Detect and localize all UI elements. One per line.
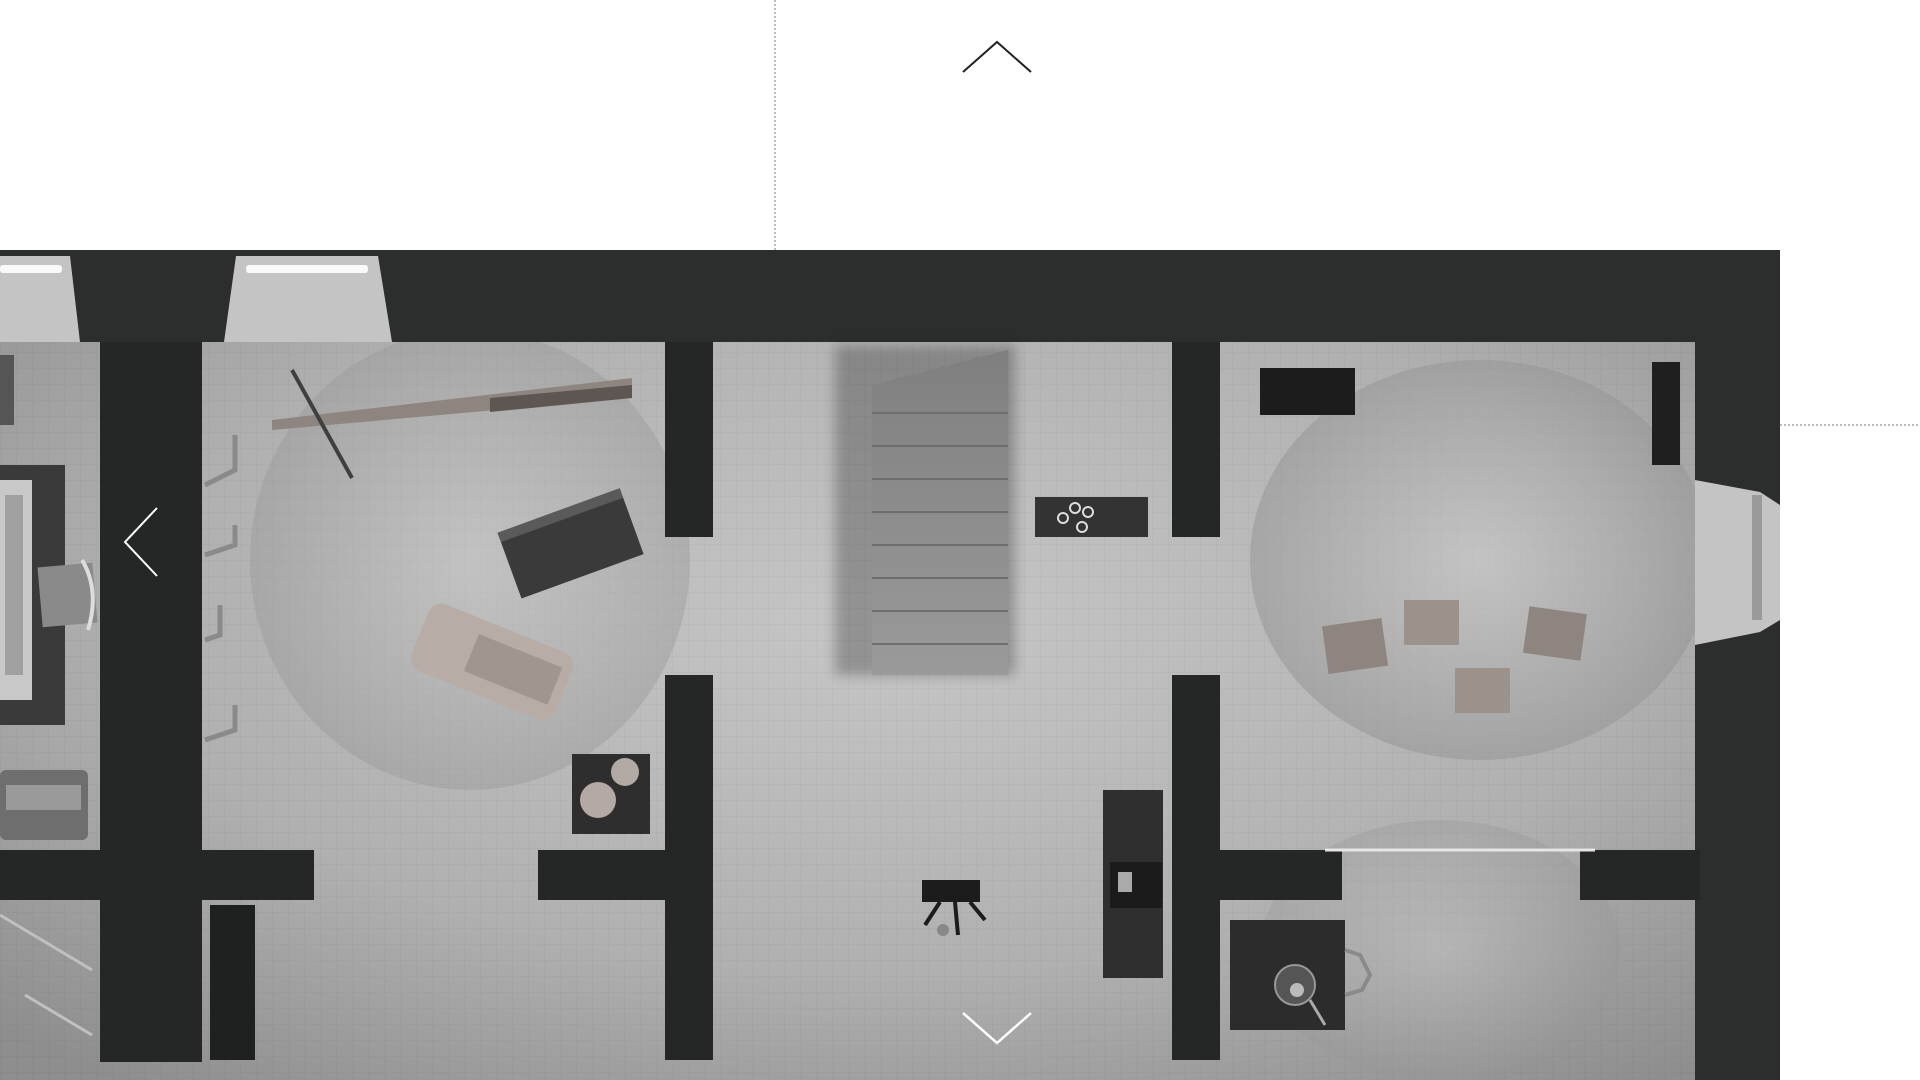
wall-west-column bbox=[100, 342, 202, 1062]
stick bbox=[290, 369, 354, 479]
navigate-left-button[interactable] bbox=[115, 500, 170, 585]
south-east-room-furniture bbox=[1230, 920, 1373, 1030]
wall-east-upper bbox=[1172, 342, 1220, 537]
shelf-with-cups bbox=[1035, 497, 1148, 537]
east-room-furniture bbox=[1260, 362, 1680, 713]
se-chair bbox=[1344, 948, 1373, 997]
dark-bench bbox=[1260, 368, 1355, 415]
crate bbox=[497, 488, 644, 599]
wall-hooks bbox=[203, 435, 238, 743]
window-north-1 bbox=[0, 256, 80, 342]
long-plank bbox=[272, 378, 632, 430]
stair-hall-furniture bbox=[835, 345, 1163, 978]
wall-east bbox=[1695, 250, 1780, 1080]
chevron-down-icon bbox=[962, 1012, 1032, 1045]
wall-west-horizontal bbox=[0, 850, 314, 900]
camera-tripod bbox=[922, 880, 987, 936]
stools-group bbox=[1321, 600, 1587, 713]
board bbox=[410, 603, 574, 721]
chevron-left-icon bbox=[123, 507, 158, 577]
west-room-furniture bbox=[0, 355, 98, 1037]
window-north-2 bbox=[224, 256, 392, 342]
workshop-room-furniture bbox=[203, 369, 650, 834]
navigate-down-button[interactable] bbox=[955, 1005, 1040, 1055]
chair bbox=[37, 562, 98, 628]
window-east bbox=[1695, 480, 1780, 645]
wall-panel bbox=[1652, 362, 1680, 465]
wall-workshop-upper bbox=[665, 342, 713, 537]
chevron-up-icon bbox=[962, 40, 1032, 73]
navigate-up-button[interactable] bbox=[955, 30, 1040, 80]
